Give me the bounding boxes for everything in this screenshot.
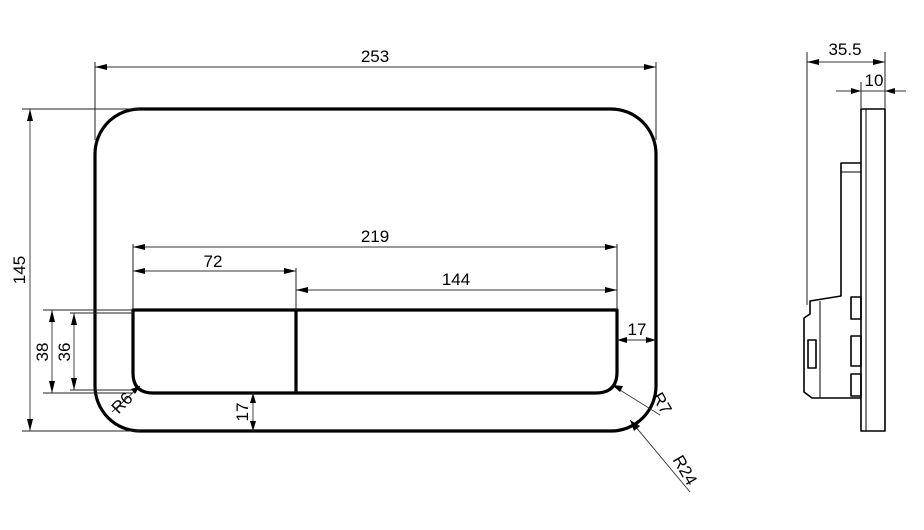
arrow <box>133 268 145 274</box>
side-view: 35.5 10 <box>803 40 906 432</box>
arrow <box>807 59 819 65</box>
side-clip-bottom <box>850 373 862 397</box>
arrow <box>250 421 256 431</box>
dim-radius-inner-corner: R7 <box>648 389 675 417</box>
dim-button-height-outer: 38 <box>33 343 52 362</box>
arrow <box>284 268 296 274</box>
arrow <box>617 337 627 343</box>
dim-overall-height: 145 <box>10 256 29 284</box>
dim-bottom-offset: 17 <box>233 403 252 422</box>
arrow <box>644 64 656 70</box>
arrow <box>873 59 885 65</box>
leader-radius-plate <box>629 419 691 493</box>
arrow <box>27 109 33 121</box>
side-housing <box>803 162 861 399</box>
dim-overall-width: 253 <box>361 47 389 66</box>
side-clip-mid <box>850 335 862 367</box>
dim-depth-total: 35.5 <box>828 40 861 59</box>
arrow <box>49 381 55 393</box>
dim-large-button-width: 144 <box>442 270 470 289</box>
arrow <box>630 420 640 431</box>
arrow <box>250 393 256 403</box>
dim-plate-thickness: 10 <box>865 71 884 90</box>
dim-right-offset: 17 <box>628 320 647 339</box>
dim-radius-plate: R24 <box>669 452 701 489</box>
side-tab <box>807 339 817 369</box>
arrow <box>49 310 55 322</box>
arrow <box>131 386 140 394</box>
plate-outline <box>93 107 658 433</box>
arrow <box>612 385 623 392</box>
arrow <box>27 419 33 431</box>
arrow <box>71 378 77 390</box>
arrow <box>95 64 107 70</box>
arrow <box>851 88 861 94</box>
arrow <box>71 313 77 325</box>
side-clip-top <box>850 296 862 320</box>
front-view: 253 219 72 144 145 38 36 <box>10 47 701 493</box>
dim-button-height-inner: 36 <box>55 343 74 362</box>
arrow <box>605 244 617 250</box>
button-recess-outline <box>131 308 619 395</box>
dim-small-button-width: 72 <box>204 252 223 271</box>
arrow <box>646 337 656 343</box>
side-plate <box>860 108 886 432</box>
dim-buttons-width: 219 <box>361 227 389 246</box>
arrow <box>296 287 308 293</box>
arrow <box>885 88 895 94</box>
arrow <box>605 287 617 293</box>
arrow <box>133 244 145 250</box>
